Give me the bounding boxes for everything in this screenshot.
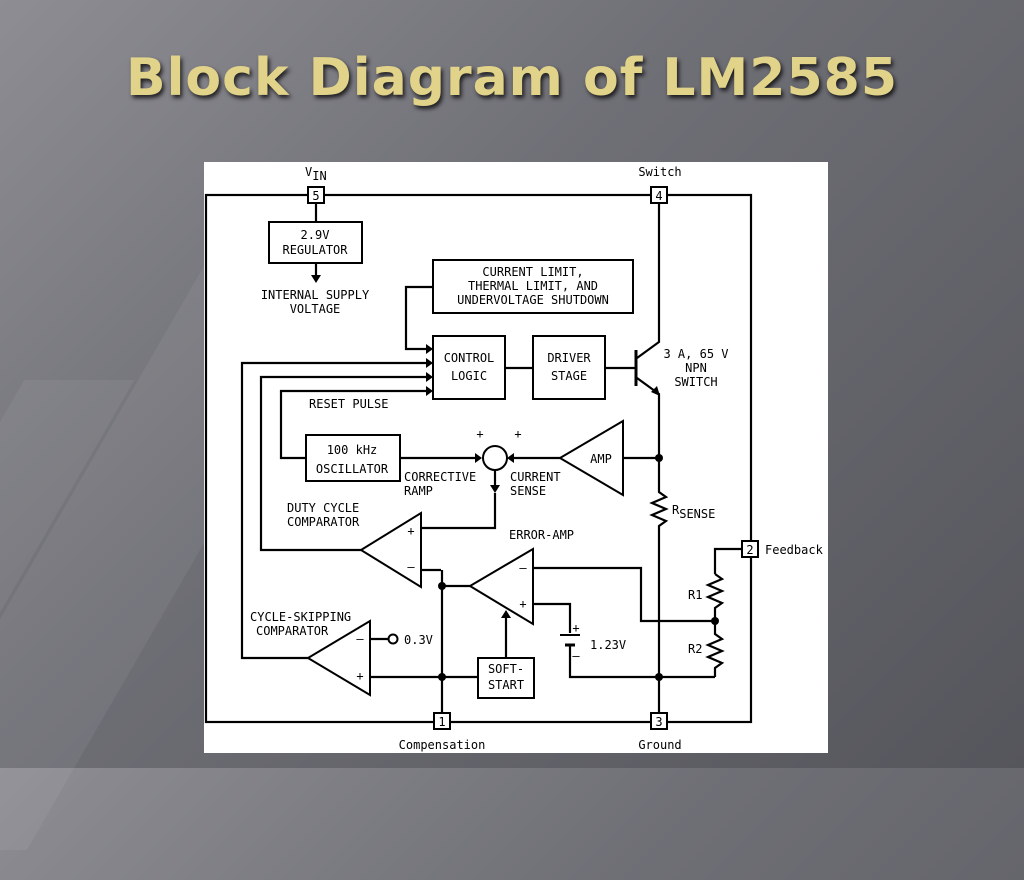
npn-collector-wire [636, 203, 661, 359]
pin-vin-label-sub: IN [312, 169, 326, 183]
pin-compensation-label: Compensation [399, 738, 486, 752]
summer-plus-right: + [514, 427, 521, 441]
current-sense-line2: SENSE [510, 484, 546, 498]
error-amp-minus: – [519, 561, 527, 575]
cycle-skipping-minus: – [356, 632, 364, 646]
cycle-skipping-comparator [306, 619, 371, 697]
driver-stage-line2: STAGE [551, 369, 587, 383]
pin-compensation-number: 1 [438, 715, 445, 729]
amp-to-summer-arrow [507, 453, 514, 463]
oscillator-to-summer-arrow [475, 453, 482, 463]
reset-pulse-label: RESET PULSE [309, 397, 388, 411]
cycle-skip-to-logic-arrow [426, 358, 433, 368]
current-limit-line1: CURRENT LIMIT, [482, 265, 583, 279]
r2-label: R2 [688, 642, 702, 656]
summer-to-duty-cycle-wire [421, 493, 497, 530]
oscillator-block [305, 434, 401, 482]
driver-stage-line1: DRIVER [547, 351, 591, 365]
duty-cycle-to-logic-arrow [426, 372, 433, 382]
summing-junction [482, 445, 508, 471]
reference-minus: – [572, 649, 580, 663]
control-logic-line2: LOGIC [451, 369, 487, 383]
internal-supply-line1: INTERNAL SUPPLY [261, 288, 370, 302]
ic-package-outline [204, 193, 753, 724]
pin-feedback-label: Feedback [765, 543, 824, 557]
oscillator-line2: OSCILLATOR [316, 462, 389, 476]
cycle-skipping-line1: CYCLE-SKIPPING [250, 610, 351, 624]
duty-cycle-to-logic-wire [259, 375, 426, 552]
current-limit-line3: UNDERVOLTAGE SHUTDOWN [457, 293, 609, 307]
error-amp-label: ERROR-AMP [509, 528, 574, 542]
npn-switch-line2: NPN [685, 361, 707, 375]
duty-cycle-plus: + [407, 524, 414, 538]
control-logic-line1: CONTROL [444, 351, 495, 365]
block-diagram-svg: 5 VIN 4 Switch 2 Feedback 1 Compensation… [204, 165, 824, 752]
duty-cycle-minus: – [407, 560, 415, 574]
current-limit-block [432, 259, 634, 314]
pin-feedback-number: 2 [746, 543, 753, 557]
control-logic-block [432, 335, 506, 400]
npn-switch-line3: SWITCH [674, 375, 717, 389]
pin-ground-label: Ground [638, 738, 681, 752]
block-diagram: 5 VIN 4 Switch 2 Feedback 1 Compensation… [204, 162, 828, 753]
oscillator-line1: 100 kHz [327, 443, 378, 457]
regulator-line2: REGULATOR [282, 243, 348, 257]
pin-switch-label: Switch [638, 165, 681, 179]
current-limit-to-logic-wire [404, 285, 433, 351]
cycle-skipping-plus: + [356, 669, 363, 683]
threshold-terminal [387, 633, 399, 645]
driver-stage-block [532, 335, 606, 400]
reset-pulse-wire [279, 389, 426, 460]
pin-vin-number: 5 [312, 189, 319, 203]
regulator-line1: 2.9V [301, 228, 330, 242]
reset-pulse-arrow [426, 386, 433, 396]
pin-vin-label: VIN [305, 165, 327, 183]
reference-plus: + [572, 621, 579, 635]
r2-resistor [705, 621, 725, 677]
r-sense-label: RSENSE [672, 503, 715, 521]
pin-switch-number: 4 [655, 189, 662, 203]
soft-start-line1: SOFT- [488, 662, 524, 676]
error-amp-minus-wire [533, 566, 715, 623]
regulator-output-arrow [311, 275, 321, 283]
duty-cycle-line1: DUTY CYCLE [287, 501, 359, 515]
r1-label: R1 [688, 588, 702, 602]
current-sense-line1: CURRENT [510, 470, 561, 484]
cycle-skip-to-logic-wire [240, 361, 426, 660]
reference-to-ground-wire [568, 646, 715, 679]
threshold-voltage: 0.3V [404, 633, 433, 647]
r-sense-label-sub: SENSE [679, 507, 715, 521]
pin-ground-number: 3 [655, 715, 662, 729]
pin-vin-label-main: V [305, 165, 312, 179]
slide-title: Block Diagram of LM2585 [125, 48, 899, 108]
current-limit-line2: THERMAL LIMIT, AND [468, 279, 598, 293]
summer-plus-left: + [476, 427, 483, 441]
reference-wire [533, 602, 572, 633]
corrective-ramp-line1: CORRECTIVE [404, 470, 476, 484]
duty-cycle-comparator [359, 511, 422, 589]
npn-switch-line1: 3 A, 65 V [663, 347, 728, 361]
soft-start-to-error-amp-arrow [501, 610, 511, 618]
r-sense-label-main: R [672, 503, 680, 517]
soft-start-line2: START [488, 678, 524, 692]
npn-emitter-arrow [651, 386, 660, 396]
cycle-skipping-line2: COMPARATOR [256, 624, 329, 638]
soft-start-node [438, 673, 446, 681]
error-amp-plus: + [519, 597, 526, 611]
amp-label: AMP [590, 452, 612, 466]
reference-voltage: 1.23V [590, 638, 626, 652]
duty-cycle-line2: COMPARATOR [287, 515, 360, 529]
summer-output-arrow [490, 485, 500, 493]
internal-supply-line2: VOLTAGE [290, 302, 341, 316]
corrective-ramp-line2: RAMP [404, 484, 433, 498]
r1-resistor [705, 573, 725, 621]
r-sense-resistor [649, 458, 669, 677]
current-limit-to-logic-arrow [426, 344, 433, 354]
feedback-pin-wire [713, 547, 742, 574]
compensation-node [438, 582, 446, 590]
error-amplifier [468, 547, 534, 626]
